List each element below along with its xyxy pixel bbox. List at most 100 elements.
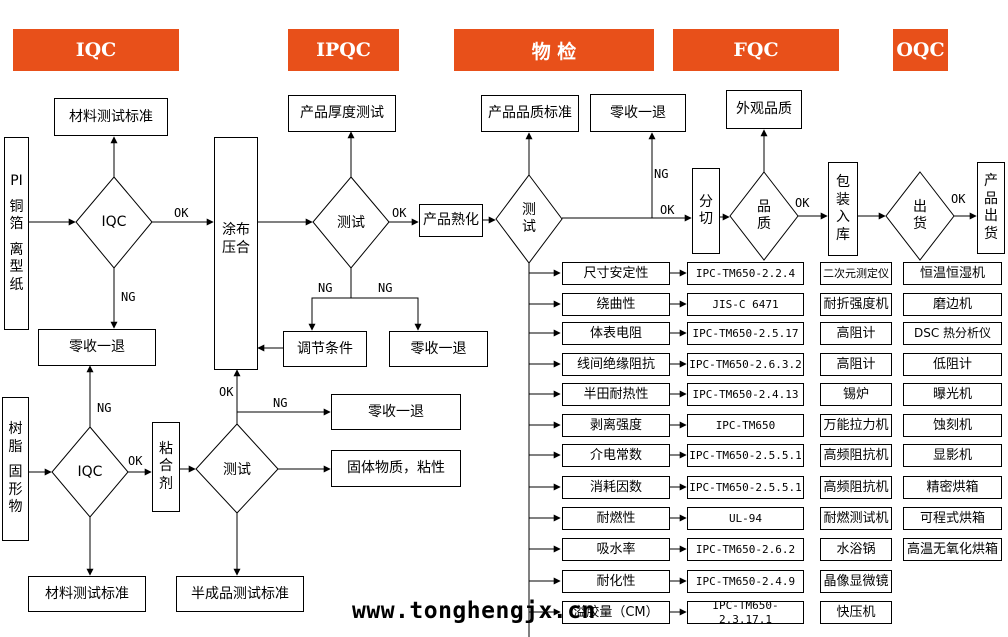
coating-lamination-box: 涂布压合 [214,137,258,370]
adjust-conditions-box: 调节条件 [283,331,367,367]
vertical-char: 合 [159,458,173,475]
test-item: 绕曲性 [562,293,670,316]
test-equipment-2: 可程式烘箱 [903,507,1002,530]
vertical-char: 涂布 [222,222,250,238]
test-item: 消耗因数 [562,476,670,499]
appearance-box: 外观品质 [726,90,802,129]
test-standard: IPC-TM650-2.5.5.1 [687,476,804,499]
iqc-decision-1-label: IQC [101,214,127,230]
test-item: 耐化性 [562,570,670,593]
semi-product-std-box: 半成品测试标准 [176,576,304,612]
test-item: 体表电阻 [562,322,670,345]
process-reject-box: 零收一退 [331,394,461,430]
oqc-ship-label: 出货 [908,196,932,236]
watermark: www.tonghengjx.cn [352,598,596,624]
vertical-char: 物 [8,499,23,516]
test-standard: JIS-C 6471 [687,293,804,316]
test-equipment-2: 恒温恒湿机 [903,262,1002,285]
iqc-reject-box: 零收一退 [38,329,156,366]
ok-label-inspection: OK [660,203,675,217]
header-fqc: FQC [673,29,839,71]
vertical-char: 装 [836,191,850,208]
test-equipment-2: 低阻计 [903,353,1002,376]
test-equipment-2: 磨边机 [903,293,1002,316]
test-equipment-1: 万能拉力机 [820,414,892,437]
ipqc-reject-box: 零收一退 [389,331,488,367]
test-standard: IPC-TM650-2.4.13 [687,383,804,406]
vertical-char: 剂 [159,475,173,492]
fqc-quality-shape [729,171,799,261]
vertical-char: 型 [9,259,24,275]
vertical-char: 库 [836,226,850,243]
resin-material-box: 树脂固形物 [2,397,29,541]
test-equipment-2: DSC 热分析仪 [903,322,1002,345]
vertical-char: 品 [757,198,771,215]
test-standard: IPC-TM650-2.4.9 [687,570,804,593]
vertical-char: 切 [699,211,713,227]
header-inspection: 物 检 [454,29,654,71]
slitting-box: 分切 [692,168,720,254]
ng-label-iqc1: NG [121,290,136,304]
test-equipment-2: 曝光机 [903,383,1002,406]
material-std-top: 材料测试标准 [54,98,168,136]
vertical-char: 入 [836,209,850,225]
vertical-char: 品 [984,190,998,207]
test-equipment-1: 高阻计 [820,322,892,345]
vertical-char: 试 [522,219,536,235]
test-equipment-1: 水浴锅 [820,538,892,561]
test-equipment-1: 二次元测定仪 [820,262,892,285]
vertical-char: 出 [984,208,998,224]
test-equipment-2: 高温无氧化烘箱 [903,538,1002,561]
ipqc-test-label: 测试 [337,215,365,231]
test-item: 剥离强度 [562,414,670,437]
test-item: 介电常数 [562,444,670,467]
ok-label-ipqc: OK [392,206,407,220]
vertical-char: 脂 [8,438,23,455]
vertical-char: 形 [8,481,23,498]
vertical-char: 压合 [222,239,250,256]
ng-label-ipqc-left: NG [318,281,333,295]
vertical-char: PI [10,173,23,189]
test-equipment-1: 耐燃测试机 [820,507,892,530]
ok-label-iqc1: OK [174,206,189,220]
oqc-ship-shape [885,171,955,261]
thickness-test-box: 产品厚度测试 [288,95,396,132]
test-equipment-2: 蚀刻机 [903,414,1002,437]
ok-label-iqc2: OK [128,454,143,468]
test-standard: IPC-TM650-2.5.17 [687,322,804,345]
test-item: 耐燃性 [562,507,670,530]
test-standard: IPC-TM650 [687,414,804,437]
vertical-char: 固 [8,464,23,481]
test-standard: UL-94 [687,507,804,530]
ok-label-process: OK [219,385,234,399]
aging-box: 产品熟化 [419,204,483,237]
process-test-label: 测试 [223,462,251,478]
test-equipment-1: 高阻计 [820,353,892,376]
test-standard: IPC-TM650-2.6.3.2 [687,353,804,376]
test-item: 半田耐热性 [562,383,670,406]
material-std-bottom: 材料测试标准 [28,576,146,612]
vertical-char: 产 [984,173,998,189]
test-item: 尺寸安定性 [562,262,670,285]
header-oqc: OQC [893,29,948,71]
vertical-char: 树 [8,421,23,438]
test-equipment-1: 高频阻抗机 [820,444,892,467]
adhesive-box: 粘合剂 [152,422,180,512]
inspection-test-label: 测试 [517,199,541,239]
test-standard: IPC-TM650-2.6.2 [687,538,804,561]
solid-content-box: 固体物质，粘性 [331,450,461,487]
vertical-char: 箔 [9,216,24,232]
vertical-char: 货 [984,225,998,242]
vertical-char: 包 [836,174,850,190]
product-ship-box: 产品出货 [977,162,1005,254]
test-equipment-2: 精密烘箱 [903,476,1002,499]
test-item: 溢胶量（CM） [562,601,670,624]
ng-label-iqc2: NG [97,401,112,415]
test-equipment-1: 耐折强度机 [820,293,892,316]
vertical-char: 纸 [9,276,24,293]
header-iqc: IQC [13,29,179,71]
vertical-char: 分 [699,193,713,210]
vertical-char: 测 [522,201,536,218]
